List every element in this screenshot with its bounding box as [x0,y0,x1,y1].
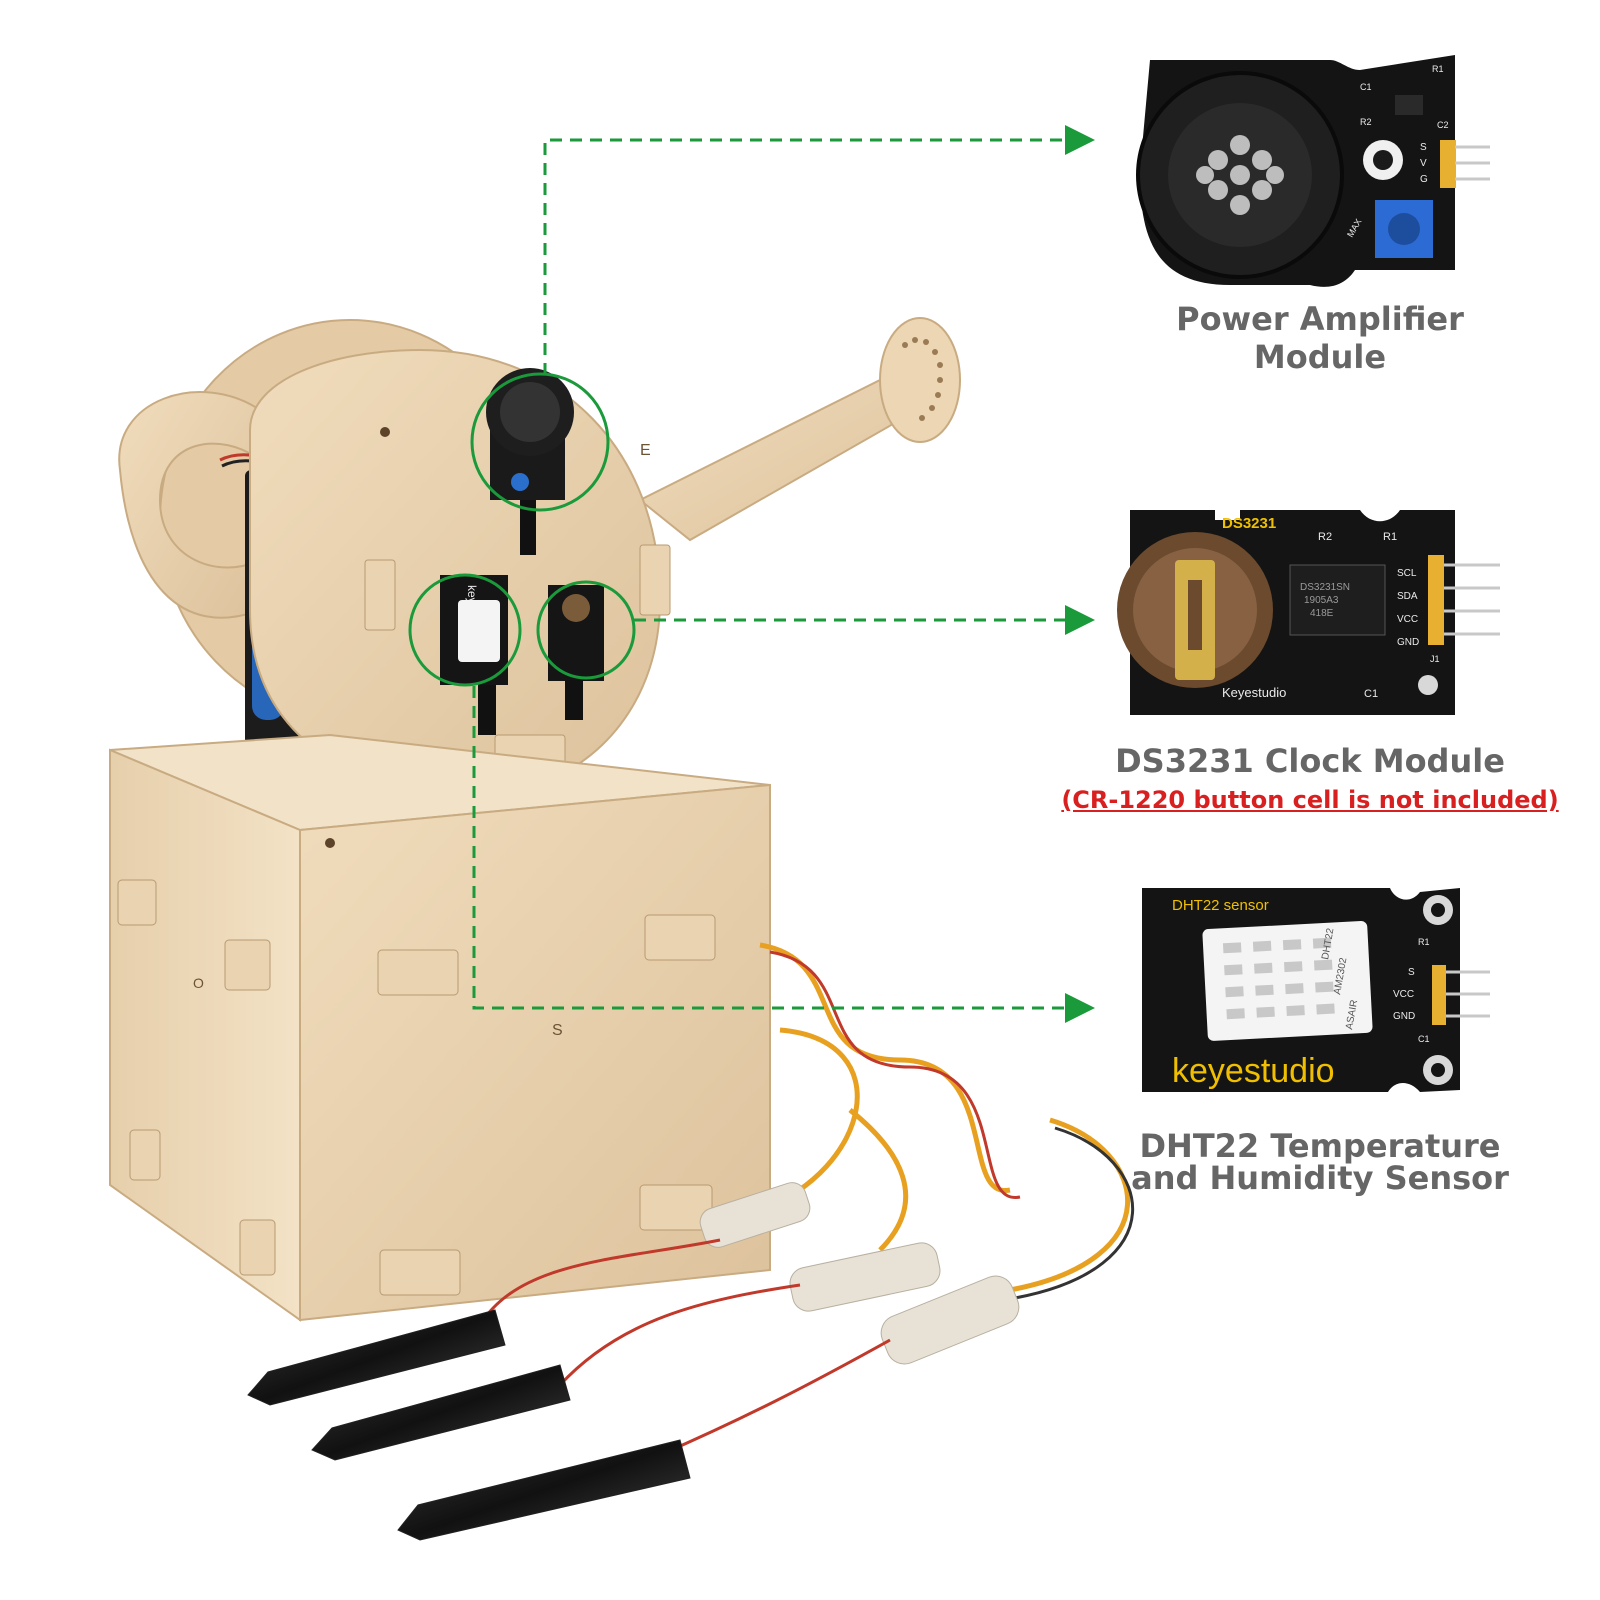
ds3231-silk-c1: C1 [1364,688,1378,700]
dht22-board: DHT22 sensor ASAIR AM2302 DHT22 keyestud… [1142,888,1490,1092]
mini-clock-module [548,585,604,720]
dht22-brand: keyestudio [1172,1052,1335,1090]
dht22-label-line2: and Humidity Sensor [1131,1159,1509,1197]
ds3231-pin-scl: SCL [1397,568,1417,579]
box-front-face [299,783,771,1322]
can-handle [118,391,261,619]
wooden-box: O S [109,733,771,1322]
power-amplifier-label: Power Amplifier Module [1176,300,1464,376]
speaker-pin-s: S [1420,142,1427,153]
dht22-silk-c1: C1 [1418,1034,1430,1044]
ds3231-silk-r2: R2 [1318,531,1332,543]
dht22-board-title: DHT22 sensor [1172,897,1269,914]
ds3231-silk-j1: J1 [1430,654,1440,664]
speaker-silk-r2: R2 [1360,117,1372,127]
highlight-circle-clock [536,580,636,680]
box-letter-o: O [193,975,204,991]
dht22-pin-s: S [1408,967,1415,978]
arrow-to-speaker [543,135,1087,375]
dht22-sensor-text-1: ASAIR [1344,999,1360,1030]
probe-2 [311,1364,571,1461]
dht22-pin-vcc: VCC [1393,989,1414,1000]
ds3231-pin-gnd: GND [1397,637,1419,648]
speaker-silk-c1: C1 [1360,82,1372,92]
dht22-label-line1: DHT22 Temperature [1139,1127,1501,1165]
probe-1 [247,1309,506,1406]
ds3231-brand: Keyestudio [1222,685,1286,700]
can-letter-e: E [640,442,651,459]
highlight-circle-speaker [470,372,610,512]
spout-rose [879,317,961,443]
arrow-to-dht [472,686,1087,1013]
dht22-silk-r1: R1 [1418,937,1430,947]
dht22-pin-gnd: GND [1393,1011,1415,1022]
power-amplifier-board: S V G R1 R2 C1 C2 MAX [1136,55,1490,287]
speaker-silk-r1: R1 [1432,64,1444,74]
ds3231-board-title: DS3231 [1222,515,1276,532]
soil-sensors [247,942,1134,1541]
ds3231-pin-sda: SDA [1397,591,1418,602]
ds3231-label: DS3231 Clock Module [1115,742,1505,780]
highlight-circle-dht [408,573,522,687]
dht22-label: DHT22 Temperature and Humidity Sensor [1120,1130,1520,1194]
spout-holes [902,337,943,421]
mini-dht-module: keyestudio [440,575,508,735]
speaker-pin-v: V [1420,158,1427,169]
ds3231-chip-line2: 1905A3 [1304,595,1339,606]
ds3231-pin-vcc: VCC [1397,614,1418,625]
ds3231-chip-line1: DS3231SN [1300,582,1350,593]
callout-arrows [472,135,1087,1013]
probe-3 [397,1439,691,1541]
speaker-silk-c2: C2 [1437,120,1449,130]
ds3231-chip-line3: 418E [1310,608,1334,619]
ds3231-silk-r1: R1 [1383,531,1397,543]
ds3231-board: DS3231 DS3231SN 1905A3 418E Keyestudio S… [1117,510,1500,715]
speaker-pin-g: G [1420,174,1428,185]
dht22-sensor-text-3: DHT22 [1320,927,1336,961]
box-letter-s: S [552,1022,563,1039]
clock-chip-icon [1289,564,1386,636]
ds3231-battery-note: (CR-1220 button cell is not included) [1061,786,1559,814]
mini-speaker-module [486,368,574,555]
